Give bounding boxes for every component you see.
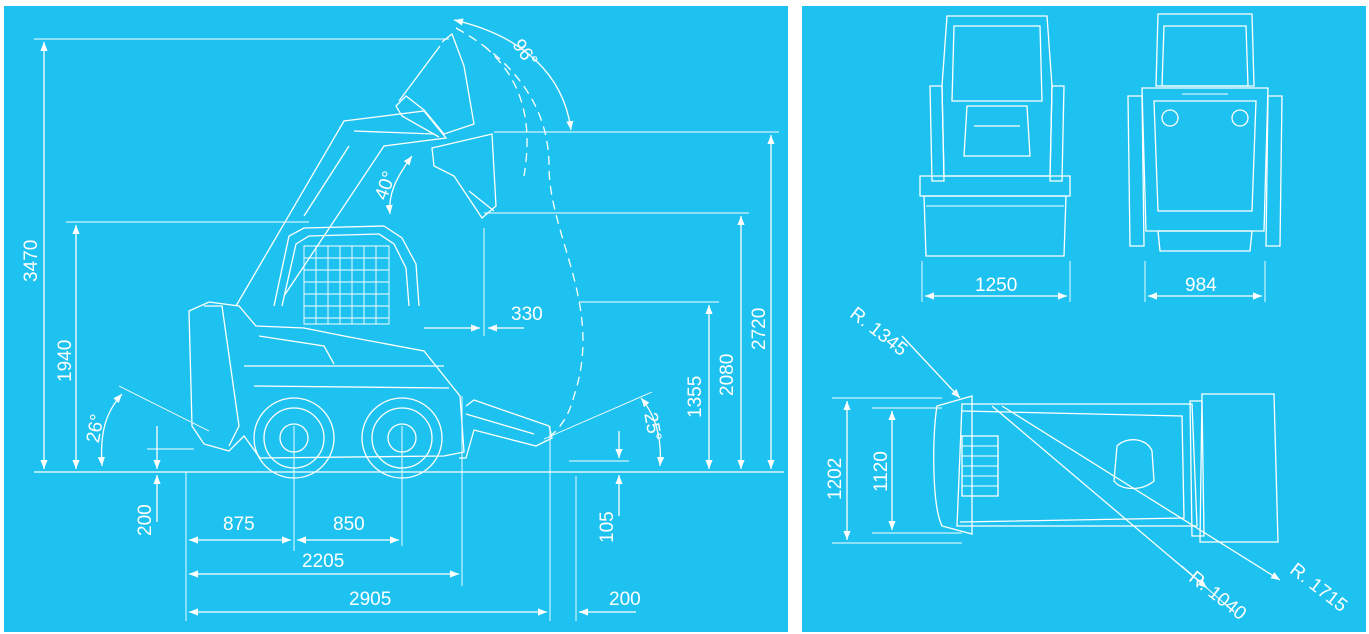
dim-length-no-bucket: 2205 <box>302 551 345 572</box>
dim-rear-width: 984 <box>1185 275 1217 296</box>
angle-departure: 26° <box>83 412 109 445</box>
dim-wheelbase: 850 <box>333 514 365 535</box>
dim-front-width: 1250 <box>975 275 1018 296</box>
dim-hinge-pin-height: 1940 <box>55 339 76 382</box>
skid-steer-side-outline <box>189 34 552 478</box>
dim-dump-clearance: 1355 <box>685 375 706 418</box>
dim-track-width: 1120 <box>871 451 892 492</box>
angle-arcs <box>97 18 665 466</box>
dim-front-axle: 875 <box>223 514 255 535</box>
dim-ground-clearance: 200 <box>135 504 156 536</box>
dim-total-height: 3470 <box>21 239 42 282</box>
dim-total-length: 2905 <box>349 589 392 610</box>
side-view-drawing <box>4 18 788 632</box>
dim-bucket-gap: 200 <box>609 589 641 610</box>
plan-views-drawing <box>802 6 1366 632</box>
dim-reach-height: 2080 <box>717 353 738 396</box>
plan-views-panel: 1250 984 1202 1120 R. 1345 R. 1040 R. 17… <box>802 6 1366 632</box>
top-view-outline <box>832 336 1280 612</box>
height-dimensions-left <box>34 39 449 522</box>
side-view-panel: 3470 1940 200 2720 2080 1355 105 330 875… <box>4 6 788 632</box>
angle-approach: 25° <box>639 410 665 443</box>
height-dimensions-right <box>484 132 779 516</box>
rear-view-outline <box>1128 14 1282 302</box>
dim-overall-width: 1202 <box>825 457 846 500</box>
dim-dump-height: 2720 <box>749 307 770 350</box>
bucket-swing-path <box>456 28 583 441</box>
length-dimensions <box>186 228 636 621</box>
dim-reach: 330 <box>511 304 543 325</box>
front-view-outline <box>920 16 1070 302</box>
dim-bucket-below-ground: 105 <box>597 511 618 543</box>
